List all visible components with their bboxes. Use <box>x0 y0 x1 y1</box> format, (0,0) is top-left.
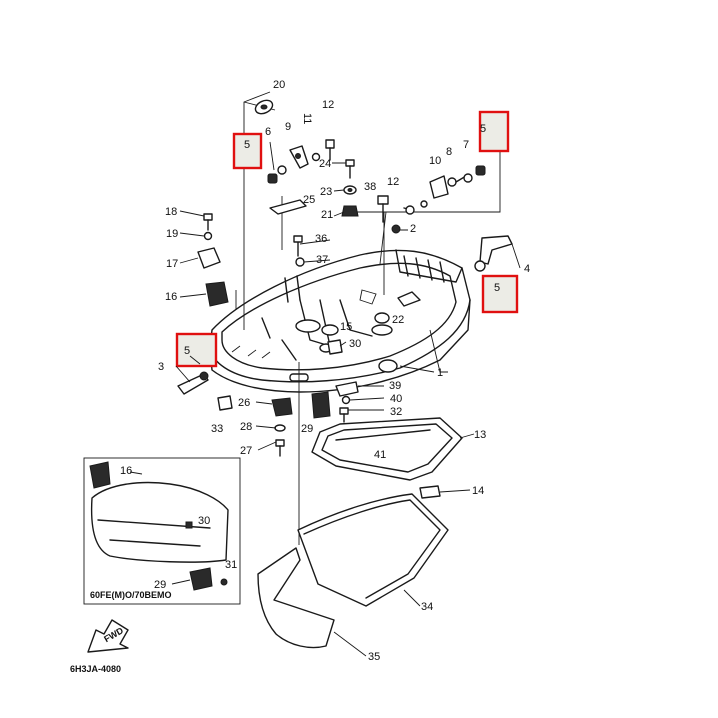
part-number: 10 <box>429 155 441 167</box>
part-number: 30 <box>198 515 210 527</box>
apron-35 <box>257 547 335 649</box>
part-number: 22 <box>392 314 404 326</box>
part-number: 12 <box>387 176 399 188</box>
highlight-label: 5 <box>244 139 250 151</box>
highlight-label: 5 <box>494 282 500 294</box>
part-number: 12 <box>322 99 334 111</box>
part-number: 36 <box>315 233 327 245</box>
part-number: 37 <box>316 254 328 266</box>
highlight-label: 5 <box>184 345 190 357</box>
under-cover-34 <box>297 493 449 607</box>
part-number: 27 <box>240 445 252 457</box>
part-number: 25 <box>303 194 315 206</box>
highlight-callouts: 5 5 5 5 <box>175 110 519 368</box>
part-number: 17 <box>166 258 178 270</box>
highlight-box <box>232 132 263 170</box>
part-number: 28 <box>240 421 252 433</box>
highlight-box <box>481 274 519 314</box>
figure-code: 6H3JA-4080 <box>70 664 121 674</box>
part-number: 20 <box>273 79 285 91</box>
part-labels: 1 2 3 4 6 7 8 9 10 11 12 12 13 14 15 16 … <box>120 79 530 663</box>
part-number: 24 <box>319 158 331 170</box>
part-number: 16 <box>120 465 132 477</box>
clip-14 <box>419 485 441 499</box>
part-number: 3 <box>158 361 164 373</box>
part-number: 16 <box>165 291 177 303</box>
inset-box <box>83 457 241 605</box>
highlight-box <box>478 110 510 153</box>
part-number: 18 <box>165 206 177 218</box>
part-number: 34 <box>421 601 433 613</box>
part-number: 11 <box>301 113 313 124</box>
part-number: 7 <box>463 139 469 151</box>
part-number: 26 <box>238 397 250 409</box>
part-number: 8 <box>446 146 452 158</box>
part-number: 29 <box>154 579 166 591</box>
part-number: 32 <box>390 406 402 418</box>
part-number: 30 <box>349 338 361 350</box>
leader-lines <box>235 91 501 545</box>
inset-caption: 60FE(M)O/70BEMO <box>90 590 172 600</box>
label-leaders <box>129 162 521 657</box>
bottom-cowling <box>209 249 471 393</box>
gasket-13 <box>311 417 463 481</box>
part-number: 23 <box>320 186 332 198</box>
part-number: 35 <box>368 651 380 663</box>
part-number: 38 <box>364 181 376 193</box>
part-number: 39 <box>389 380 401 392</box>
part-number: 13 <box>474 429 486 441</box>
part-number: 21 <box>321 209 333 221</box>
highlight-box <box>175 332 218 368</box>
part-number: 41 <box>374 449 386 461</box>
part-number: 40 <box>390 393 402 405</box>
part-number: 2 <box>410 223 416 235</box>
part-number: 6 <box>265 126 271 138</box>
part-number: 19 <box>166 228 178 240</box>
fwd-arrow-icon: FWD <box>87 619 129 653</box>
part-number: 9 <box>285 121 291 133</box>
highlight-label: 5 <box>480 123 486 135</box>
part-number: 29 <box>301 423 313 435</box>
part-number: 31 <box>225 559 237 571</box>
part-number: 15 <box>340 321 352 333</box>
part-number: 33 <box>211 423 223 435</box>
part-number: 14 <box>472 485 484 497</box>
part-number: 1 <box>437 367 443 379</box>
hardware-parts <box>177 99 513 457</box>
part-number: 4 <box>524 263 530 275</box>
